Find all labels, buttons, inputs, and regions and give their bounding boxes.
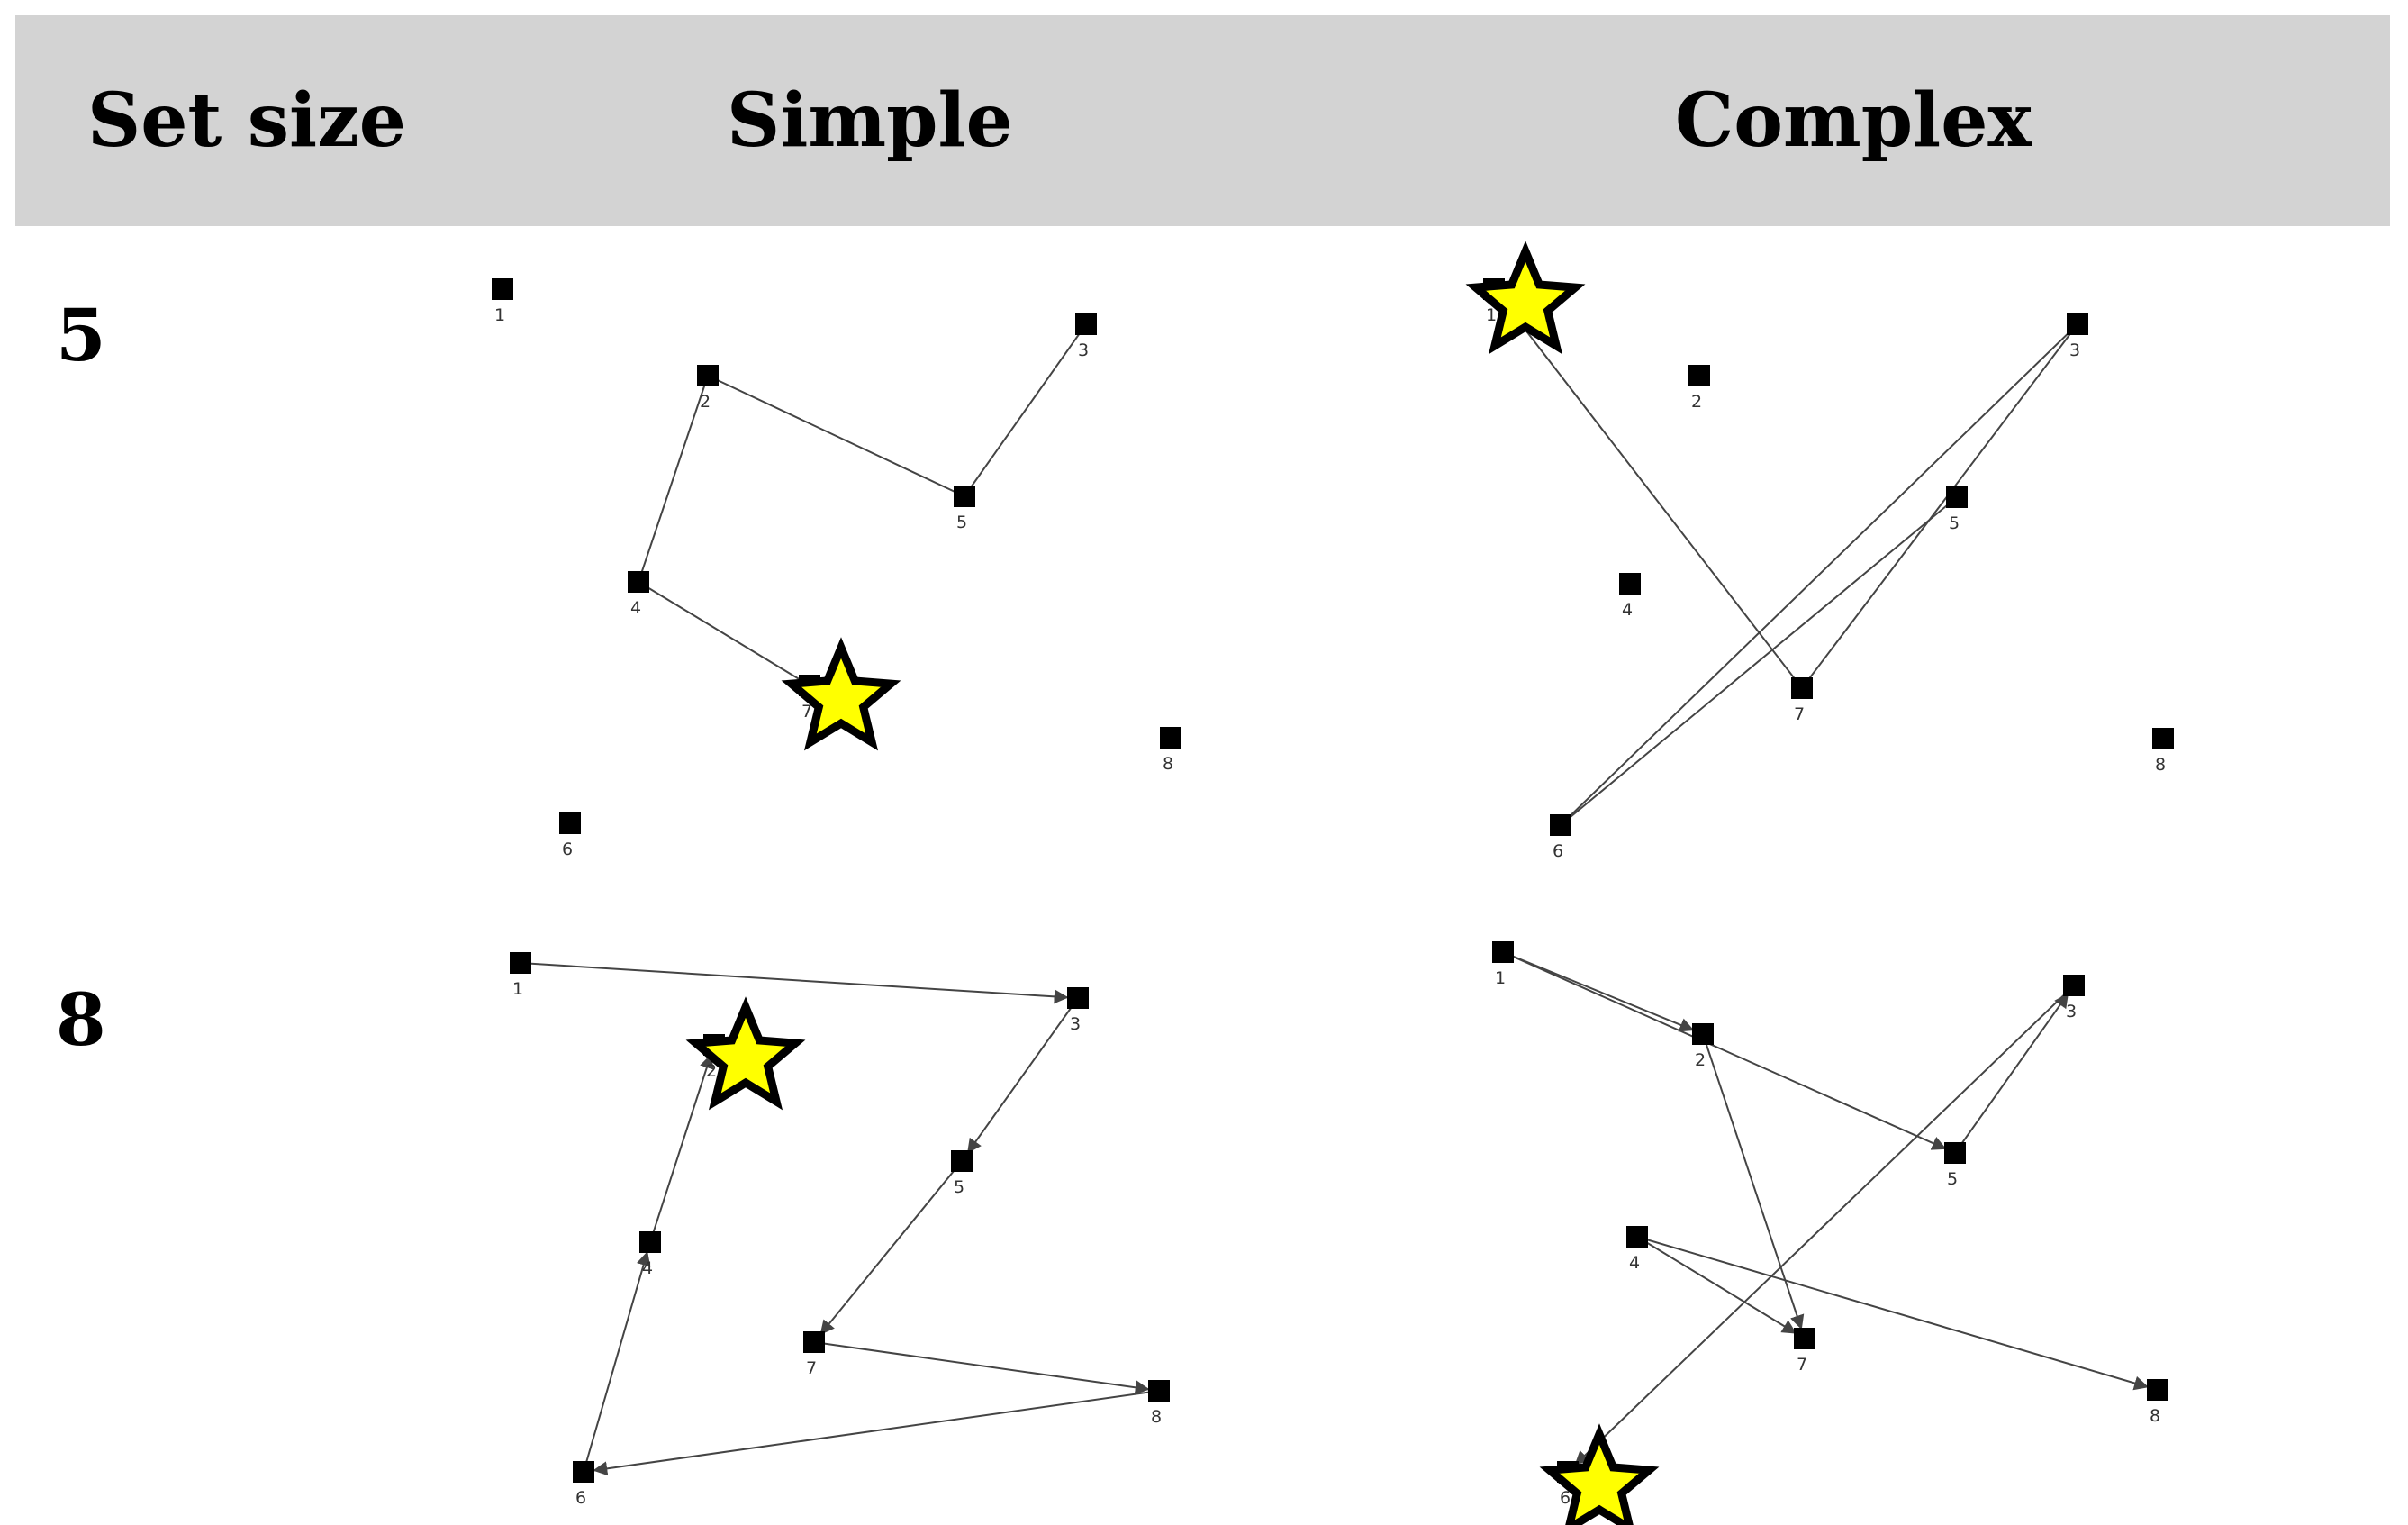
- star-icon: [1539, 1423, 1660, 1525]
- node-square: [1692, 1023, 1714, 1045]
- path-edge: [583, 1250, 651, 1473]
- node-label: 2: [1691, 392, 1702, 412]
- node-label: 7: [801, 702, 812, 722]
- path-edge: [1560, 496, 1958, 826]
- node-label: 2: [706, 1061, 717, 1081]
- path-edge: [1636, 1236, 1797, 1334]
- node-square: [1550, 814, 1571, 836]
- node-square: [954, 486, 975, 507]
- path-edge: [638, 581, 810, 686]
- node-label: 6: [575, 1488, 586, 1508]
- node-square: [573, 1461, 594, 1483]
- node-label: 8: [2150, 1406, 2160, 1426]
- node-square: [1160, 727, 1181, 749]
- path-edge: [1493, 288, 1803, 689]
- node-label: 3: [1078, 340, 1089, 360]
- node-label: 3: [1070, 1014, 1081, 1034]
- path-edge: [1574, 985, 2075, 1466]
- node-square: [559, 812, 581, 834]
- path-edge: [1954, 993, 2069, 1154]
- node-label: 3: [2069, 340, 2080, 360]
- star-icon: [1465, 241, 1586, 355]
- node-label: 8: [2155, 755, 2166, 775]
- node-label: 1: [1495, 968, 1506, 988]
- star-icon: [781, 637, 901, 751]
- node-label: 4: [642, 1258, 653, 1278]
- path-edge: [593, 1390, 1160, 1476]
- node-square: [639, 1231, 661, 1253]
- node-square: [2147, 1379, 2168, 1401]
- star-icon: [685, 996, 806, 1111]
- node-label: 1: [1486, 305, 1497, 325]
- node-label: 4: [1622, 600, 1633, 620]
- path-edge: [649, 1053, 714, 1243]
- node-square: [1688, 365, 1710, 386]
- panel-row5-simple: 1 2 3 4 5 6 7 8: [492, 278, 1181, 859]
- node-square: [1075, 313, 1097, 335]
- node-label: 5: [954, 1177, 964, 1197]
- path-edge: [1560, 323, 2078, 826]
- node-square: [697, 365, 719, 386]
- node-square: [492, 278, 513, 300]
- set-size-heading: Set size: [87, 77, 406, 164]
- node-label: 2: [1695, 1050, 1706, 1070]
- path-edge: [967, 997, 1079, 1154]
- node-label: 1: [512, 979, 523, 999]
- node-square: [1067, 987, 1089, 1009]
- complex-heading: Complex: [1675, 77, 2032, 164]
- node-label: 5: [956, 513, 967, 532]
- node-square: [628, 571, 649, 593]
- node-label: 6: [562, 840, 573, 859]
- path-edge: [1636, 1236, 2150, 1391]
- path-edge: [1502, 951, 1947, 1150]
- path-edge: [707, 375, 965, 497]
- node-square: [1619, 573, 1641, 595]
- node-label: 6: [1560, 1488, 1571, 1508]
- node-square: [1626, 1226, 1648, 1248]
- path-edge: [1801, 323, 2078, 689]
- node-label: 7: [1797, 1355, 1807, 1375]
- node-square: [2063, 975, 2085, 996]
- node-label: 4: [630, 598, 641, 618]
- path-edge: [1502, 951, 1695, 1032]
- node-square: [2067, 313, 2088, 335]
- node-label: 7: [806, 1358, 817, 1378]
- node-square: [1791, 677, 1813, 699]
- path-edge: [813, 1341, 1150, 1395]
- node-square: [510, 952, 531, 974]
- node-square: [1946, 486, 1968, 508]
- path-edge: [520, 962, 1069, 1004]
- node-square: [803, 1331, 825, 1353]
- row-label-8: 8: [56, 977, 106, 1062]
- node-square: [951, 1150, 973, 1172]
- node-label: 4: [1629, 1253, 1640, 1273]
- panel-row8-complex: 1 2 3 4 5 6 7 8: [1492, 941, 2168, 1525]
- node-label: 3: [2066, 1002, 2077, 1021]
- path-edge: [819, 1160, 963, 1335]
- node-label: 5: [1947, 1169, 1958, 1189]
- path-edge: [1702, 1033, 1805, 1330]
- node-square: [1794, 1328, 1815, 1349]
- row-label-5: 5: [56, 293, 106, 377]
- node-square: [1944, 1142, 1966, 1164]
- node-square: [1492, 941, 1514, 963]
- node-label: 5: [1949, 513, 1960, 533]
- path-edge: [964, 323, 1087, 497]
- header-band: Set size Simple Complex: [15, 15, 2390, 226]
- panel-row5-complex: 1 2 3 4 5 6 7 8: [1465, 241, 2174, 861]
- simple-heading: Simple: [727, 77, 1013, 164]
- panel-row8-simple: 1 2 3 4 5 6 7 8: [510, 952, 1170, 1508]
- node-label: 6: [1553, 841, 1563, 861]
- node-label: 8: [1163, 754, 1173, 774]
- node-label: 7: [1794, 704, 1805, 724]
- node-square: [1148, 1380, 1170, 1402]
- node-label: 1: [494, 305, 505, 325]
- node-label: 2: [700, 392, 711, 412]
- node-label: 8: [1151, 1407, 1162, 1427]
- node-square: [2152, 728, 2174, 749]
- path-edge: [638, 375, 709, 583]
